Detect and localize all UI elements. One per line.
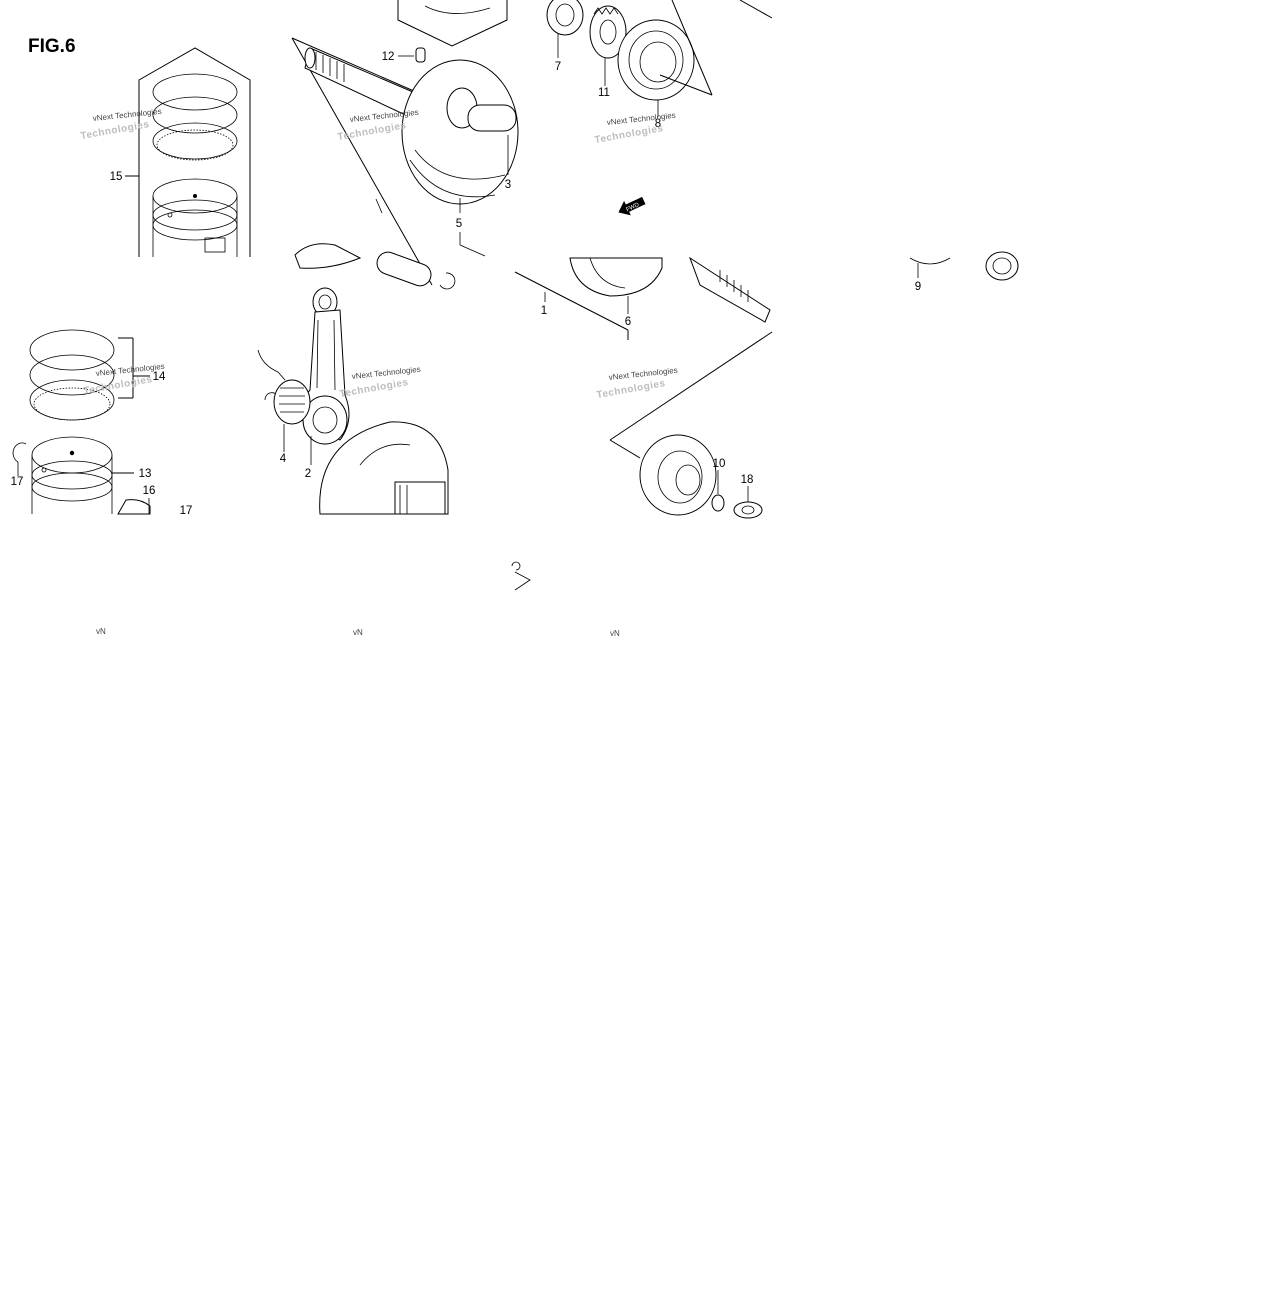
watermark-partial: vN	[353, 628, 363, 637]
callout-8: 8	[655, 118, 661, 130]
watermark-text-faint: Technologies	[337, 120, 408, 143]
chevron-fragment	[511, 561, 531, 591]
callout-10: 10	[713, 458, 726, 470]
callout-7: 7	[555, 61, 561, 73]
watermark-text: vNext Technologies	[608, 366, 678, 382]
piston-group	[12, 329, 151, 515]
crank-right-half-group	[514, 256, 771, 340]
callout-13: 13	[139, 468, 152, 480]
watermark-text-faint: Technologies	[80, 119, 151, 142]
callout-17a: 17	[11, 476, 24, 488]
right-bearings-group	[546, 0, 773, 117]
watermark-partial: vN	[96, 627, 106, 636]
callout-15: 15	[110, 171, 123, 183]
callout-17b: 17	[180, 505, 193, 517]
crank-left-half-group	[291, 37, 519, 290]
callout-6: 6	[625, 316, 631, 328]
watermark-text-faint: Technologies	[339, 377, 410, 400]
watermark-text-faint: Technologies	[594, 123, 665, 146]
conrod-group	[257, 287, 449, 515]
top-partial-block	[397, 0, 508, 47]
callout-2: 2	[305, 468, 311, 480]
fwd-arrow-icon: FWD	[618, 196, 646, 216]
bearing-9-group	[909, 251, 1019, 281]
fwd-label: FWD	[625, 202, 641, 213]
callout-16: 16	[143, 485, 156, 497]
watermark-text-faint: Technologies	[83, 374, 154, 397]
watermark-text: vNext Technologies	[351, 365, 421, 381]
watermark-text: vNext Technologies	[606, 111, 676, 127]
callout-11: 11	[598, 87, 610, 99]
watermark-partial: vN	[610, 629, 620, 638]
callout-14: 14	[153, 371, 166, 383]
watermark-text: vNext Technologies	[92, 107, 162, 123]
figure-title: FIG.6	[28, 36, 76, 57]
bearing-10-group	[609, 331, 773, 519]
callout-4: 4	[280, 453, 287, 465]
watermark-text-faint: Technologies	[596, 378, 667, 401]
callout-5: 5	[456, 218, 462, 230]
callout-12: 12	[382, 51, 395, 63]
callout-1: 1	[541, 305, 547, 317]
callout-3: 3	[505, 179, 511, 191]
callout-18: 18	[741, 474, 754, 486]
callout-9: 9	[915, 281, 921, 293]
piston-set-group	[125, 47, 251, 257]
